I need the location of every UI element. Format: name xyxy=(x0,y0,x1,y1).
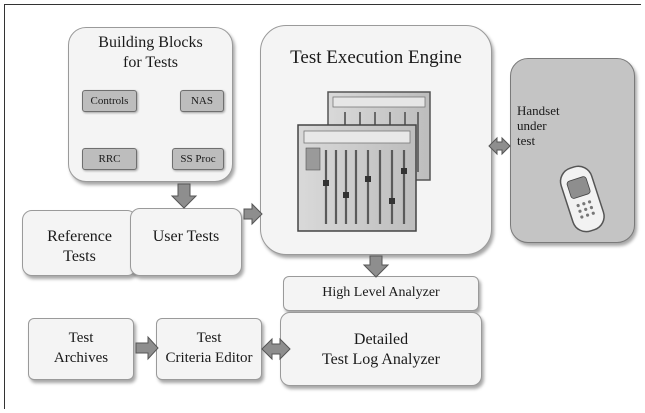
test-archives-line2: Archives xyxy=(53,350,109,366)
detailed-test-log-analyzer-box xyxy=(280,312,482,386)
high-level-analyzer-label: High Level Analyzer xyxy=(322,285,440,300)
reference-tests-line2: Tests xyxy=(63,248,96,265)
arrow-user-tests-to-engine xyxy=(243,202,263,226)
user-tests-box xyxy=(130,208,242,276)
arrow-editor-log-analyzer xyxy=(261,337,291,361)
test-criteria-editor-box xyxy=(156,318,262,380)
handset-device-icon xyxy=(559,165,605,233)
arrow-archives-to-editor xyxy=(135,335,159,361)
building-blocks-title-line2: for Tests xyxy=(122,54,179,71)
criteria-editor-line2: Criteria Editor xyxy=(165,350,253,366)
arrow-engine-handset xyxy=(488,136,511,156)
handset-line3: test xyxy=(517,133,536,148)
handset-line2: under xyxy=(517,118,547,133)
arrow-engine-to-analyzer xyxy=(362,255,390,278)
engine-title: Test Execution Engine xyxy=(290,47,462,68)
log-analyzer-line2: Test Log Analyzer xyxy=(322,351,440,368)
log-analyzer-line1: Detailed xyxy=(353,331,409,348)
reference-tests-line1: Reference xyxy=(47,228,112,245)
block-nas: NAS xyxy=(180,90,224,112)
block-rrc: RRC xyxy=(82,148,137,170)
arrow-blocks-to-user-tests xyxy=(170,183,198,209)
test-archives-box xyxy=(28,318,134,380)
building-blocks-title-line1: Building Blocks xyxy=(98,34,203,51)
test-equipment-rack-icon xyxy=(297,91,431,232)
block-ss-proc: SS Proc xyxy=(172,148,224,170)
block-controls: Controls xyxy=(82,90,137,112)
handset-line1: Handset xyxy=(517,103,560,118)
high-level-analyzer-box xyxy=(283,276,479,311)
user-tests-label: User Tests xyxy=(152,228,220,245)
diagram-frame xyxy=(4,4,641,409)
criteria-editor-line1: Test xyxy=(196,330,222,346)
test-archives-line1: Test xyxy=(68,330,94,346)
